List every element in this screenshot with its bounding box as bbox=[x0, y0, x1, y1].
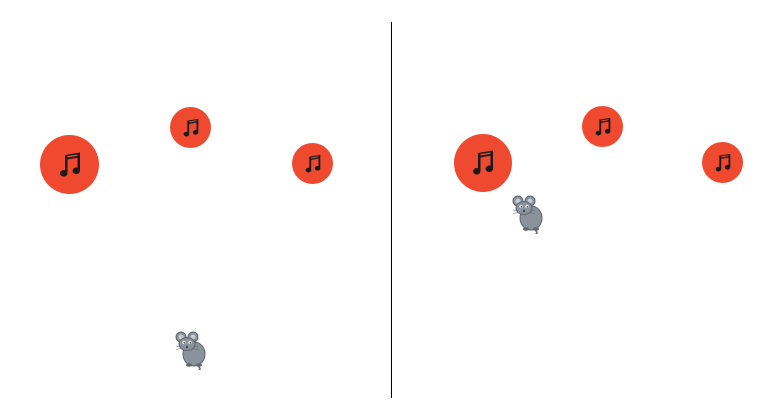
music-note-target-small[interactable] bbox=[292, 143, 333, 184]
music-note-icon bbox=[59, 152, 80, 177]
mouse-icon[interactable] bbox=[509, 190, 549, 234]
game-panel-right bbox=[392, 0, 775, 418]
game-panel-left bbox=[40, 107, 333, 370]
panel-divider bbox=[391, 22, 392, 398]
music-note-target-small[interactable] bbox=[170, 107, 211, 148]
music-note-icon bbox=[595, 117, 610, 135]
music-note-icon bbox=[473, 150, 494, 175]
music-note-target-large[interactable] bbox=[454, 134, 512, 192]
music-note-target-small[interactable] bbox=[582, 106, 623, 147]
music-note-icon bbox=[305, 154, 320, 172]
music-note-icon bbox=[715, 153, 730, 171]
music-note-target-small[interactable] bbox=[702, 142, 743, 183]
music-note-icon bbox=[183, 118, 198, 136]
music-note-target-large[interactable] bbox=[40, 135, 99, 194]
mouse-icon[interactable] bbox=[172, 326, 212, 370]
